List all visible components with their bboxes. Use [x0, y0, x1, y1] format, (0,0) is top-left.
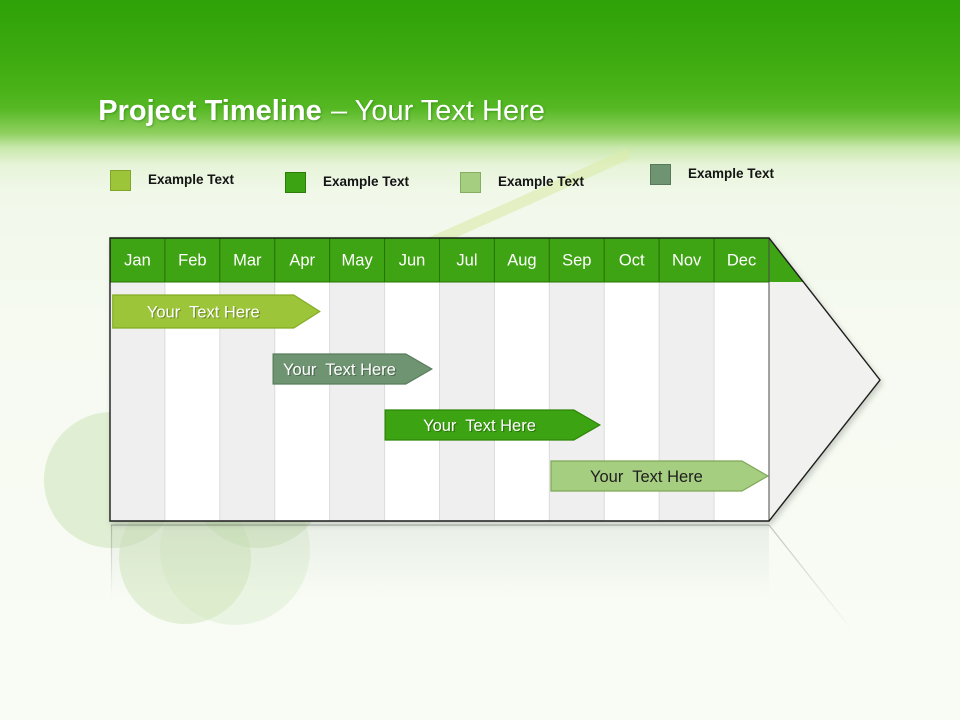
- month-column-aug: [494, 282, 550, 521]
- month-label-oct: Oct: [619, 252, 645, 270]
- bar-shape: [112, 294, 321, 329]
- bar-label: Your Text Here: [590, 468, 703, 486]
- legend-label: Example Text: [498, 174, 585, 189]
- month-label-nov: Nov: [672, 252, 702, 270]
- legend-swatch-green: [285, 171, 306, 193]
- month-label-dec: Dec: [727, 252, 756, 270]
- month-label-jul: Jul: [456, 252, 477, 270]
- page-title: Project Timeline – Your Text Here: [66, 62, 545, 161]
- bar-label-shadow: Your Text Here: [424, 418, 537, 436]
- legend-swatch-yellow-green: [110, 169, 131, 191]
- month-header-jun: [384, 237, 441, 283]
- title-placeholder: – Your Text Here: [331, 95, 545, 127]
- month-header-aug: [493, 237, 550, 283]
- month-header-sep: [548, 237, 605, 283]
- month-column-jul: [439, 282, 495, 521]
- month-header-feb: [164, 237, 221, 283]
- bar-label-shadow: Your Text Here: [148, 305, 261, 323]
- month-header-nov: [658, 237, 715, 283]
- bar-shape: [272, 353, 434, 385]
- legend-label: Example Text: [688, 166, 775, 181]
- table-reflection: [110, 524, 853, 631]
- bar-label: Your Text Here: [147, 303, 260, 321]
- month-column-jun: [384, 282, 440, 521]
- month-header-mar: [219, 237, 276, 283]
- month-column-may: [329, 282, 385, 521]
- arrowhead: [769, 238, 880, 521]
- timeline-chart: Jan Feb Mar Apr May Jun Jul Aug Sep Oct Nov DecYour…: [109, 237, 881, 522]
- month-header-dec: [713, 237, 770, 283]
- legend-item-2: Example Text: [285, 171, 410, 193]
- bar-label: Your Text Here: [423, 417, 536, 435]
- month-label-apr: Apr: [289, 252, 315, 270]
- month-label-mar: Mar: [233, 252, 262, 270]
- bar-shape: [384, 409, 602, 441]
- title-main: Project Timeline: [98, 95, 322, 127]
- month-header-jul: [439, 237, 495, 283]
- bar-label-shadow: Your Text Here: [284, 362, 397, 380]
- month-label-feb: Feb: [178, 252, 206, 270]
- bar-label: Your Text Here: [283, 361, 396, 379]
- legend-label: Example Text: [148, 172, 235, 187]
- legend-item-4: Example Text: [650, 163, 775, 185]
- month-header-may: [329, 237, 386, 283]
- legend-label: Example Text: [323, 174, 410, 189]
- timeline-outline: [109, 237, 881, 522]
- bar-shape: [550, 460, 770, 492]
- legend-item-1: Example Text: [110, 169, 235, 191]
- month-label-jan: Jan: [124, 252, 151, 270]
- month-label-sep: Sep: [562, 252, 591, 270]
- month-label-jun: Jun: [399, 252, 426, 270]
- legend-item-3: Example Text: [460, 171, 585, 193]
- legend-swatch-light-green: [460, 171, 481, 193]
- timeline-bar-4: Your Text Here: [550, 460, 770, 492]
- month-label-aug: Aug: [507, 252, 536, 270]
- month-label-may: May: [342, 252, 374, 270]
- legend-swatch-gray-green: [650, 163, 671, 185]
